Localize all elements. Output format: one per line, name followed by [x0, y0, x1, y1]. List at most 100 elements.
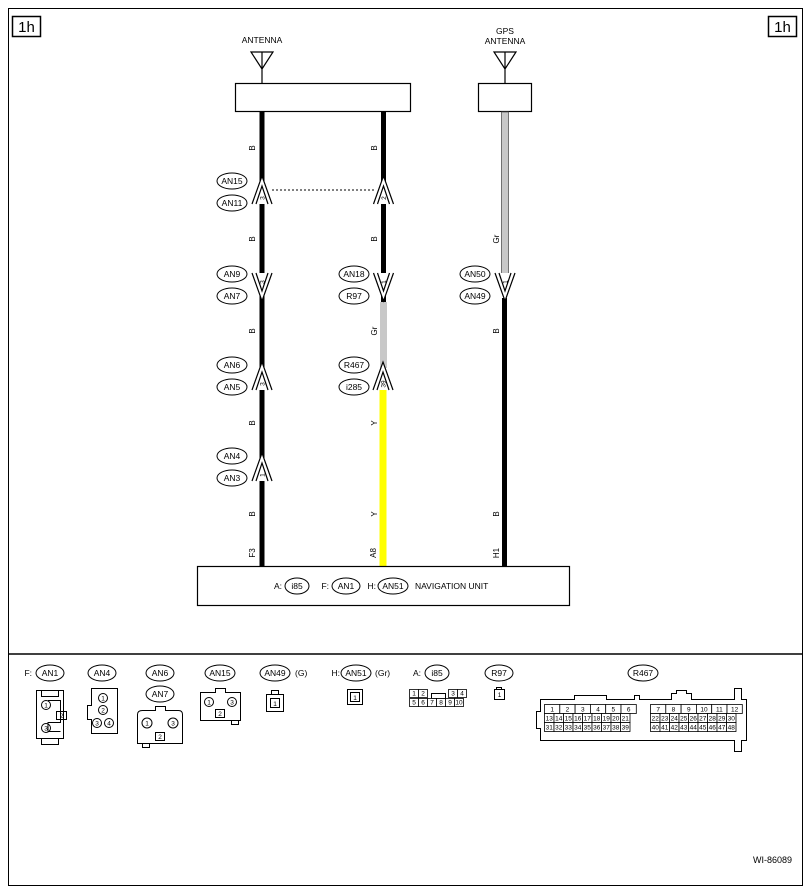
legend-an51: H: AN51 (Gr) 1 — [332, 664, 390, 705]
wire-label-left-3: B — [248, 328, 257, 333]
legend-an15-pin-1: 1 — [207, 700, 211, 707]
label-an18-text: AN18 — [343, 269, 365, 279]
legend-r467-pin-39-cell — [620, 722, 631, 732]
legend-r467-pin-27: 27 — [699, 716, 707, 723]
wire-right-black — [502, 298, 507, 566]
gps-antenna-box — [477, 82, 533, 113]
legend-r467-pin-45: 45 — [699, 725, 707, 732]
legend-r467-pin-31: 31 — [546, 725, 554, 732]
connector-symbol-an4: 1 — [251, 451, 273, 482]
label-an11-text: AN11 — [222, 198, 243, 208]
legend-i85-pin-10-cell — [454, 698, 464, 707]
legend-an6-pin-3: 3 — [171, 721, 175, 728]
legend-r467-pin-16: 16 — [574, 716, 582, 723]
legend-r467-pin-21: 21 — [622, 716, 630, 723]
legend-r467-pin-24: 24 — [671, 716, 679, 723]
legend-r467-pin-1: 1 — [550, 707, 554, 714]
pin-an9: 3 — [260, 280, 267, 284]
legend-r467-pin-44: 44 — [690, 725, 698, 732]
legend-i85-pin-1: 1 — [412, 691, 416, 698]
page-frame — [8, 8, 803, 886]
pin-r467: 39 — [381, 380, 388, 388]
label-an3: AN3 — [216, 469, 248, 487]
label-i285-text: i285 — [346, 382, 362, 392]
legend-r467-pin-30: 30 — [728, 716, 736, 723]
nav-conn-f: AN1 — [338, 581, 355, 591]
label-an15-text: AN15 — [221, 176, 243, 186]
legend-r467-pin-8: 8 — [672, 707, 676, 714]
label-an6-text: AN6 — [224, 360, 241, 370]
corner-label-right-text: 1h — [774, 19, 791, 36]
legend-an51-pin-1: 1 — [353, 695, 357, 702]
legend-i85-pin-10: 10 — [455, 700, 463, 707]
connector-symbol-an15-mid: 2 — [372, 174, 395, 205]
wire-label-mid-2: B — [370, 236, 379, 241]
legend-r467-pin-13: 13 — [546, 716, 554, 723]
gps-antenna-label-2: ANTENNA — [485, 36, 526, 46]
wire-label-mid-5: Y — [370, 511, 379, 517]
legend-r467-pin-14: 14 — [555, 716, 563, 723]
legend-r467-pin-41: 41 — [661, 725, 669, 732]
legend-i85-name: i85 — [431, 668, 443, 678]
wire-label-right-2: B — [492, 328, 501, 333]
legend-an49-pin-1: 1 — [273, 701, 277, 708]
legend-r467-pin-25: 25 — [680, 716, 688, 723]
legend-an51-suffix: (Gr) — [375, 668, 390, 678]
pin-an15-left: 3 — [260, 196, 267, 200]
legend-r467-pin-19: 19 — [603, 716, 611, 723]
legend-an49-suffix: (G) — [295, 668, 307, 678]
wire-label-right-1: Gr — [492, 234, 501, 243]
legend-r467-pin-20: 20 — [612, 716, 620, 723]
connector-symbol-an50: 1 — [494, 272, 516, 303]
gps-antenna-label-1: GPS — [496, 26, 514, 36]
wire-label-mid-1: B — [370, 145, 379, 150]
label-an9-text: AN9 — [224, 269, 241, 279]
pin-an15-mid: 2 — [381, 196, 388, 200]
legend-r467-pin-34: 34 — [574, 725, 582, 732]
legend: F: AN1 1 2 3 AN4 1 2 3 4 — [24, 664, 747, 752]
legend-r467-pin-42: 42 — [671, 725, 679, 732]
legend-r467-pin-7: 7 — [656, 707, 660, 714]
wire-label-left-2: B — [248, 236, 257, 241]
label-an49-text: AN49 — [464, 291, 486, 301]
legend-r467-pin-38: 38 — [612, 725, 620, 732]
legend-r467-pin-32: 32 — [555, 725, 563, 732]
corner-label-left-text: 1h — [18, 19, 35, 36]
pin-an4: 1 — [260, 473, 267, 477]
legend-an4-name: AN4 — [94, 668, 111, 678]
label-an7-text: AN7 — [224, 291, 241, 301]
nav-pin-h1: H1 — [492, 547, 501, 558]
legend-r467-pin-37: 37 — [603, 725, 611, 732]
connector-id-labels: AN15 AN11 AN9 AN7 AN6 AN5 AN4 AN3 AN18 R… — [216, 172, 491, 487]
label-r467-text: R467 — [344, 360, 365, 370]
corner-label-left: 1h — [11, 15, 42, 38]
legend-r467-pin-6: 6 — [627, 707, 631, 714]
label-an18: AN18 — [338, 265, 370, 283]
nav-prefix-f: F: — [321, 581, 329, 591]
legend-i85-pin-3: 3 — [451, 691, 455, 698]
label-an4-text: AN4 — [224, 451, 241, 461]
nav-unit-pins: F3 A8 H1 — [248, 547, 501, 558]
legend-i85-pin-6: 6 — [421, 700, 425, 707]
pin-an18: 1 — [381, 280, 388, 284]
legend-an1-pin-3: 3 — [44, 726, 48, 733]
legend-r467-pin-22: 22 — [652, 716, 660, 723]
label-r467: R467 — [338, 356, 370, 374]
navigation-unit: A: i85 F: AN1 H: AN51 NAVIGATION UNIT — [196, 565, 571, 607]
label-an50: AN50 — [459, 265, 491, 283]
label-an50-text: AN50 — [464, 269, 486, 279]
legend-an15-name: AN15 — [209, 668, 231, 678]
legend-i85-pin-4: 4 — [460, 691, 464, 698]
wire-label-right-3: B — [492, 511, 501, 516]
legend-r467-pin-15: 15 — [565, 716, 573, 723]
legend-an6-pin-1: 1 — [145, 721, 149, 728]
connector-symbol-an18: 1 — [372, 272, 395, 303]
connector-symbol-an9: 3 — [251, 272, 273, 303]
legend-r467-pin-3: 3 — [581, 707, 585, 714]
legend-i85-pin-2: 2 — [421, 691, 425, 698]
label-an3-text: AN3 — [224, 473, 241, 483]
connector-symbol-an6: 3 — [251, 360, 273, 391]
label-an9: AN9 — [216, 265, 248, 283]
